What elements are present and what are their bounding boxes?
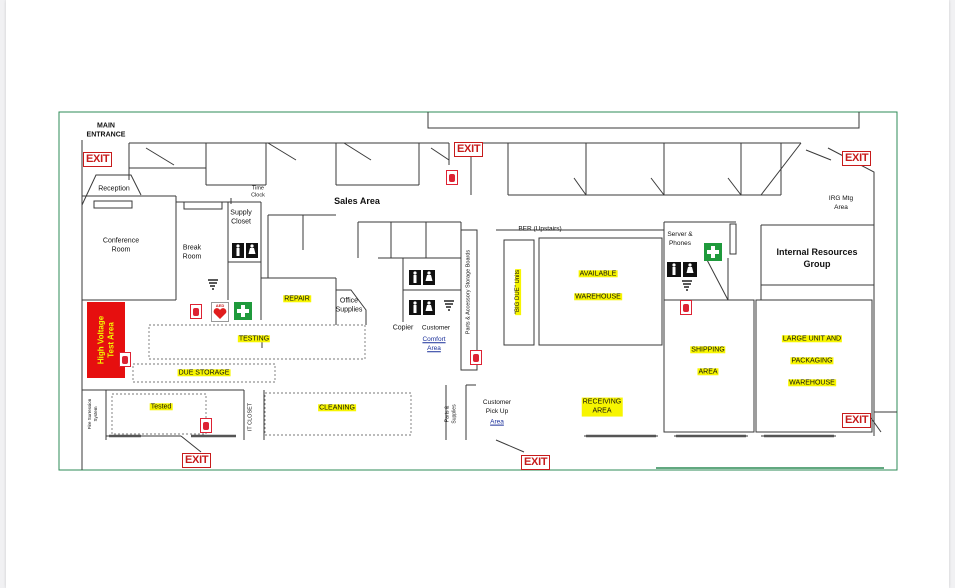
parts-accessory-label: Parts & Accessory Storage Boards [465,249,472,335]
server-phones-label: Server & Phones [667,231,693,247]
high-voltage-label: High Voltage Test Area [96,315,115,365]
fire-extinguisher-icon [190,304,202,319]
aed-text: AED [215,303,225,308]
sales-area-label: Sales Area [334,195,380,206]
warehouse-label: WAREHOUSE [574,293,622,301]
irg-mtg-area-label: IRG Mtg Area [828,195,854,211]
heart-icon [213,308,227,319]
first-aid-icon [234,302,252,320]
packaging-label: PACKAGING [790,357,834,365]
copier-label: Copier [392,324,414,332]
fire-extinguisher-icon [680,300,692,315]
internal-resources-label: Internal Resources Group [776,246,858,269]
large-warehouse-label: WAREHOUSE [788,379,836,387]
fire-extinguisher-icon [470,350,482,365]
tested-label: Tested [149,403,173,411]
restroom-icon [409,300,435,315]
repair-label: REPAIR [283,295,311,303]
exit-sign: EXIT [454,142,484,157]
office-supplies-label: Office Supplies [335,297,363,314]
fire-suppression-label: Fire Surression System [87,398,98,430]
aed-icon: AED [211,302,229,322]
parts-supplies-label: Parts & Supplies [444,404,458,424]
shipping-label: SHIPPING [690,346,726,354]
customer-label: Customer [421,324,451,332]
exit-sign: EXIT [182,453,212,468]
customer-pickup-label: Customer Pick Up [482,399,512,415]
conference-room-label: Conference Room [102,237,140,254]
time-clock-label: Time Clock [251,185,265,199]
ber-label: BER (Upstairs) [518,225,562,233]
tornado-shelter-icon [682,280,692,291]
receiving-area-label: RECEIVING AREA [581,397,623,417]
available-label: AVAILABLE [578,270,618,278]
large-unit-label: LARGE UNIT AND [781,335,843,343]
exit-sign: EXIT [83,152,113,167]
it-closet-label: IT CLOSET [247,402,254,432]
page: High Voltage Test Area MAIN ENTRANCE Rec… [6,0,949,588]
restroom-icon [409,270,435,285]
tornado-shelter-icon [208,279,218,290]
exit-sign: EXIT [842,151,872,166]
testing-label: TESTING [237,335,271,343]
fire-extinguisher-icon [119,352,131,367]
restroom-icon [667,262,697,277]
break-room-label: Break Room [182,244,202,261]
cleaning-label: CLEANING [318,404,356,412]
comfort-area-label: Comfort Area [422,336,446,352]
restroom-icon [232,243,258,258]
reception-label: Reception [98,185,130,193]
shipping-area-label: AREA [697,368,719,376]
due-storage-label: DUE STORAGE [177,369,231,377]
main-entrance-label: MAIN ENTRANCE [86,122,126,139]
pickup-area-label: Area [490,418,504,426]
exit-sign: EXIT [521,455,551,470]
first-aid-icon [704,243,722,261]
floor-plan [58,111,898,471]
supply-closet-label: Supply Closet [230,209,252,226]
fire-extinguisher-icon [446,170,458,185]
big-due-units-label: "BIG DUE" Units [515,268,522,316]
high-voltage-test-area: High Voltage Test Area [87,302,125,378]
exit-sign: EXIT [842,413,872,428]
tornado-shelter-icon [444,300,454,311]
fire-extinguisher-icon [200,418,212,433]
